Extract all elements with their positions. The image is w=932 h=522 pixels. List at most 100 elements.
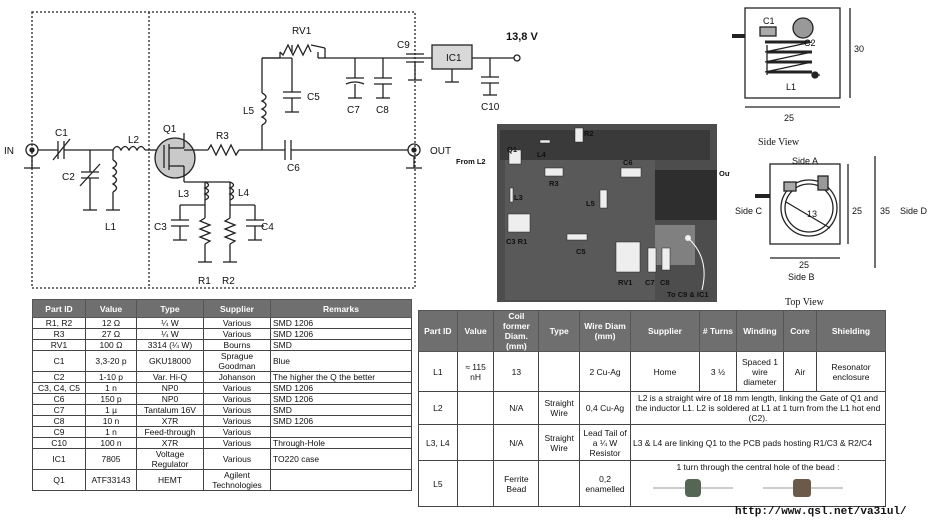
parts-table-cell: R3 — [32, 328, 86, 340]
cell: N/A — [493, 424, 540, 461]
photo-rv1-label: RV1 — [618, 278, 632, 287]
parts-table-cell: 1 n — [85, 426, 137, 438]
col-supplier: Supplier — [203, 299, 271, 318]
q1-transistor — [154, 137, 196, 179]
side-a-label: Side A — [792, 156, 818, 166]
col-value: Value — [85, 299, 137, 318]
photo-to-label: To C9 & IC1 — [667, 290, 709, 299]
photo-l3-label: L3 — [514, 193, 523, 202]
cell: L3 & L4 are linking Q1 to the PCB pads h… — [629, 424, 887, 461]
side-d-label: Side D — [900, 206, 928, 216]
parts-table-cell: Tantalum 16V — [136, 404, 204, 416]
parts-table-cell: IC1 — [32, 448, 86, 470]
parts-table-cell: C8 — [32, 415, 86, 427]
cell — [538, 351, 581, 392]
cell: Straight Wire — [538, 424, 581, 461]
top-view-drawing: Side A Side B Side C Side D 13 25 35 25 … — [735, 156, 928, 308]
parts-table-cell: ¼ W — [136, 317, 204, 329]
parts-table-cell: Feed-through — [136, 426, 204, 438]
parts-table-cell: Various — [203, 382, 271, 394]
cell: L3, L4 — [418, 424, 458, 461]
cell: ≈ 115 nH — [456, 351, 495, 392]
side-view-c2: C2 — [804, 38, 816, 48]
cell: Straight Wire — [538, 391, 581, 425]
side-view-l1: L1 — [786, 82, 796, 92]
parts-table-cell: 27 Ω — [85, 328, 137, 340]
cell — [456, 460, 495, 507]
side-view-height: 30 — [854, 44, 864, 54]
cell — [456, 424, 495, 461]
pcb-q1 — [508, 149, 522, 165]
col-type: Type — [136, 299, 204, 318]
from-l2-label: From L2 — [456, 157, 486, 166]
cell — [456, 391, 495, 425]
out-label: OUT — [430, 146, 451, 157]
cell: 0,2 enamelled — [579, 460, 631, 507]
parts-table-cell: Voltage Regulator — [136, 448, 204, 470]
parts-table-cell: Through-Hole — [270, 437, 412, 449]
pcb-c7 — [647, 247, 657, 273]
parts-table-cell: Agilent Technologies — [203, 469, 271, 491]
side-view-c1: C1 — [763, 16, 775, 26]
cell: Spaced 1 wire diameter — [735, 351, 784, 392]
parts-table-cell — [270, 469, 412, 491]
parts-table-cell: GKU18000 — [136, 350, 204, 372]
pcb-c8 — [661, 247, 671, 271]
voltage-label: 13,8 V — [506, 31, 538, 43]
parts-table-cell: C6 — [32, 393, 86, 405]
photo-l4-label: L4 — [537, 150, 547, 159]
parts-table-cell: 100 n — [85, 437, 137, 449]
c4-label: C4 — [261, 222, 274, 233]
cell — [538, 460, 581, 507]
in-label: IN — [4, 146, 14, 157]
cell: 2 Cu-Ag — [579, 351, 631, 392]
l3-label: L3 — [178, 189, 190, 200]
cell: Home — [629, 351, 700, 392]
parts-table-cell: 7805 — [85, 448, 137, 470]
l4-label: L4 — [238, 188, 250, 199]
pcb-rv1 — [615, 241, 641, 273]
parts-table-cell: Various — [203, 404, 271, 416]
parts-table-cell: SMD — [270, 339, 412, 351]
photo-q1-label: Q1 — [507, 145, 517, 154]
cell: L2 — [418, 391, 458, 425]
cell: L1 — [418, 351, 458, 392]
photo-c3r1-label: C3 R1 — [506, 237, 527, 246]
parts-table-cell: Various — [203, 437, 271, 449]
coil-row-l5: L5 Ferrite Bead 0,2 enamelled 1 turn thr… — [418, 460, 887, 507]
ferrite-note: 1 turn through the central hole of the b… — [676, 462, 840, 472]
parts-table-cell: Bourns — [203, 339, 271, 351]
coil-col-wire: Wire Diam (mm) — [579, 310, 631, 352]
parts-table-cell: C2 — [32, 371, 86, 383]
c8-label: C8 — [376, 105, 389, 116]
cell: 3 ½ — [698, 351, 737, 392]
coil-table: Part ID Value Coil former Diam. (mm) Typ… — [418, 310, 887, 507]
parts-table-cell: SMD — [270, 404, 412, 416]
parts-table-cell: 3,3-20 p — [85, 350, 137, 372]
c6-label: C6 — [287, 163, 300, 174]
coil-row-l2: L2 N/A Straight Wire 0,4 Cu-Ag L2 is a s… — [418, 391, 887, 425]
schematic: 13,8 V IN OUT C1 C2 L1 L2 Q1 R3 RV1 L5 C… — [4, 11, 538, 289]
photo-r3-label: R3 — [549, 179, 559, 188]
top-view-height: 25 — [852, 206, 862, 216]
c5-label: C5 — [307, 92, 320, 103]
r2-label: R2 — [222, 276, 235, 287]
parts-table-cell: 100 Ω — [85, 339, 137, 351]
parts-table-cell: C1 — [32, 350, 86, 372]
c1-label: C1 — [55, 128, 68, 139]
l2-label: L2 — [128, 135, 140, 146]
parts-table-cell: X7R — [136, 415, 204, 427]
parts-table-cell: 3314 (¼ W) — [136, 339, 204, 351]
parts-table-cell: RV1 — [32, 339, 86, 351]
parts-table-cell: 10 n — [85, 415, 137, 427]
parts-table-cell: The higher the Q the better — [270, 371, 412, 383]
l5-label: L5 — [243, 106, 255, 117]
coil-row-l1: L1 ≈ 115 nH 13 2 Cu-Ag Home 3 ½ Spaced 1… — [418, 351, 886, 392]
photo-l5-label: L5 — [586, 199, 595, 208]
